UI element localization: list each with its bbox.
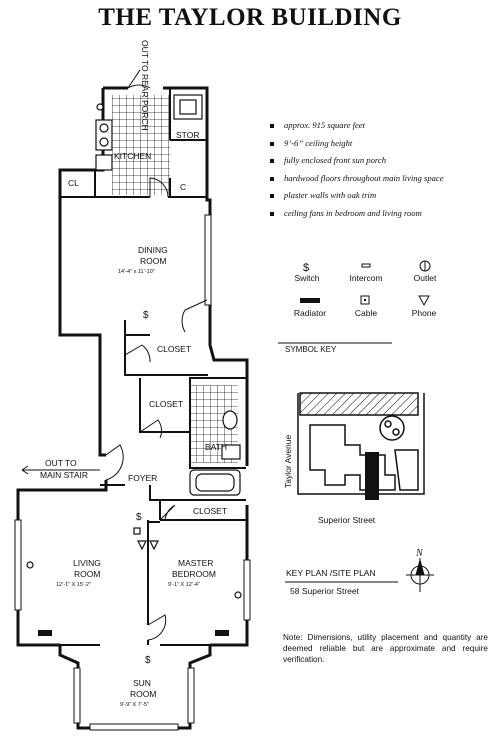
door-bedroom [147, 614, 167, 641]
outer-wall-right-lower [210, 505, 249, 647]
key-radiator-label: Radiator [293, 308, 327, 318]
north-label: N [415, 548, 424, 559]
label-out-main2: MAIN STAIR [40, 470, 88, 480]
label-out-main: OUT TO [45, 458, 77, 468]
dim-dining: 14’-4” x 11’-10” [118, 269, 155, 275]
key-plan-label: KEY PLAN /SITE PLAN [286, 568, 376, 578]
site-superior: Superior Street [318, 515, 376, 525]
foyer-wall-left [100, 484, 160, 501]
outlet-symbol-1 [26, 561, 34, 569]
toilet [222, 410, 238, 430]
label-c: C [180, 182, 186, 192]
closet1-wall [124, 320, 208, 376]
feature-item: 9’-6” ceiling height [258, 138, 444, 156]
key-intercom-glyph [361, 263, 371, 268]
site-neighbor [394, 449, 419, 491]
window-dining [204, 214, 212, 306]
label-bath: BATH [205, 442, 227, 452]
switch-symbol-2: $ [145, 655, 151, 666]
key-outlet-label: Outlet [413, 273, 437, 283]
bath-wall [189, 378, 246, 469]
dim-living: 12’-1” X 15’-2” [56, 582, 91, 588]
outlet-symbol-2 [234, 591, 242, 599]
label-master2: BEDROOM [172, 569, 216, 579]
door-dining-closet [181, 299, 208, 333]
label-cl: CL [68, 178, 79, 188]
label-out-rear: OUT TO REAR PORCH [140, 40, 150, 131]
window-sun-bottom [89, 723, 179, 731]
label-dining2: ROOM [140, 256, 166, 266]
vanity [221, 444, 241, 460]
label-sun: SUN [133, 678, 151, 688]
switch-symbol-3: $ [136, 512, 142, 523]
symbol-key-label: SYMBOL KEY [285, 345, 337, 354]
label-closet2: CLOSET [149, 399, 183, 409]
label-sun2: ROOM [130, 689, 156, 699]
feature-item: approx. 915 square feet [258, 120, 444, 138]
label-foyer: FOYER [128, 473, 157, 483]
feature-item: plaster walls with oak trim [258, 190, 444, 208]
outlet-symbol-3 [96, 103, 104, 111]
feature-item: fully enclosed front sun porch [258, 155, 444, 173]
door-rear [127, 69, 151, 89]
label-stor: STOR [176, 130, 199, 140]
kitchen-floor [112, 95, 170, 195]
closet3-wall [159, 499, 246, 521]
dim-sun: 9’-9” X 7’-5” [120, 702, 149, 708]
site-address: 58 Superior Street [290, 586, 360, 596]
door-closet2 [139, 419, 163, 439]
label-dining: DINING [138, 245, 168, 255]
label-closet1: CLOSET [157, 344, 191, 354]
window-bedroom [243, 559, 251, 621]
site-highlight [365, 452, 379, 500]
door-main [105, 444, 124, 481]
window-sun-right [187, 667, 195, 724]
main-stair-arrow [21, 465, 100, 475]
feature-item: hardwood floors throughout main living s… [258, 173, 444, 191]
site-tree [379, 415, 405, 441]
feature-list: approx. 915 square feet 9’-6” ceiling he… [258, 120, 444, 225]
cable-symbol [133, 527, 141, 535]
feature-item: ceiling fans in bedroom and living room [258, 208, 444, 226]
label-closet3: CLOSET [193, 506, 227, 516]
north-arrow [406, 558, 434, 592]
site-taylor: Taylor Avenue [283, 434, 293, 488]
key-phone-label: Phone [411, 308, 437, 318]
key-intercom-label: Intercom [349, 273, 383, 283]
stor-wall [169, 88, 207, 197]
disclaimer-note: Note: Dimensions, utility placement and … [283, 633, 488, 664]
label-kitchen: KITCHEN [114, 151, 151, 161]
phone-symbol-1 [137, 540, 147, 551]
key-switch-glyph: $ [303, 262, 309, 274]
key-switch-label: Switch [294, 273, 320, 283]
key-cable-label: Cable [354, 308, 378, 318]
window-living-left [14, 519, 22, 611]
door-kitchen [149, 177, 169, 198]
site-hatch-bar [299, 392, 419, 416]
door-closet [124, 344, 151, 363]
outer-wall-left-lower [16, 480, 108, 647]
phone-symbol-2 [149, 540, 159, 551]
sink [95, 154, 113, 171]
page-title: THE TAYLOR BUILDING [98, 4, 402, 31]
key-phone-glyph [418, 295, 430, 307]
window-sun-left [73, 667, 81, 724]
key-radiator-glyph [300, 298, 320, 303]
door-closet3 [159, 504, 176, 521]
dim-master: 9’-1” X 12’-4” [168, 582, 200, 588]
label-master: MASTER [178, 558, 213, 568]
switch-symbol-1: $ [143, 310, 149, 321]
radiator-1 [38, 630, 52, 636]
site-boundary [297, 393, 425, 495]
radiator-2 [215, 630, 229, 636]
label-living: LIVING [73, 558, 101, 568]
label-living2: ROOM [74, 569, 100, 579]
